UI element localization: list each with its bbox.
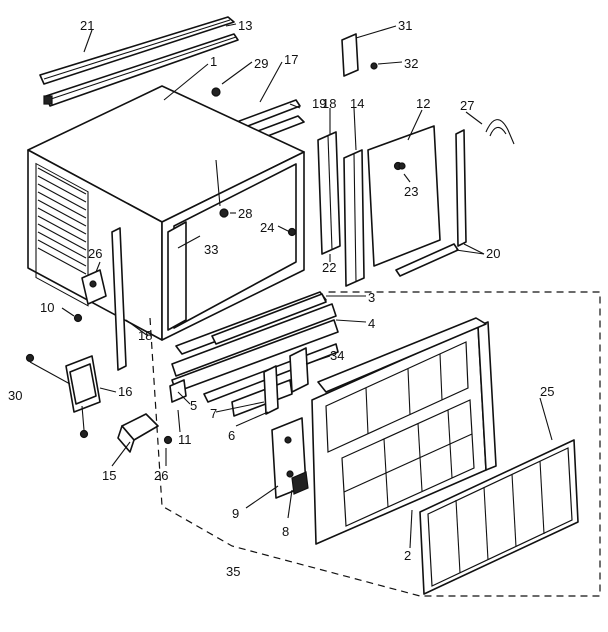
top-rail-part-21 — [39, 16, 235, 85]
callout-33: 33 — [204, 242, 218, 257]
side-mount-bracket — [73, 269, 107, 323]
screw-part-30-bottom — [79, 429, 89, 439]
callout-32: 32 — [404, 56, 418, 71]
callout-29: 29 — [254, 56, 268, 71]
callout-2: 2 — [404, 548, 411, 563]
control-plate-parts-5-6-7 — [169, 365, 293, 417]
callout-1: 1 — [210, 54, 217, 69]
callout-28: 28 — [238, 206, 252, 221]
callout-8: 8 — [282, 524, 289, 539]
callout-4: 4 — [368, 316, 375, 331]
screw-part-26-lower — [163, 435, 173, 445]
callout-14: 14 — [350, 96, 364, 111]
callout-20: 20 — [486, 246, 500, 261]
control-panel-part-9 — [271, 417, 309, 499]
callout-30: 30 — [8, 388, 22, 403]
callout-7: 7 — [210, 406, 217, 421]
callout-18-right: 18 — [322, 96, 336, 111]
callout-19: 19 — [312, 96, 326, 111]
callout-34: 34 — [330, 348, 344, 363]
callout-12: 12 — [416, 96, 430, 111]
front-grille-top-frame — [317, 317, 487, 393]
side-channel-part-18-right — [317, 131, 341, 255]
top-rail-part-13 — [43, 33, 239, 107]
filter-part-25 — [419, 439, 579, 595]
callout-17: 17 — [284, 52, 298, 67]
leader-lines — [29, 23, 553, 549]
louvre-blade-part-3 — [175, 291, 327, 355]
cabinet-part-1 — [27, 85, 305, 341]
clip-part-27 — [485, 119, 515, 145]
callout-13: 13 — [238, 18, 252, 33]
callout-11: 11 — [178, 432, 192, 447]
callout-24: 24 — [260, 220, 274, 235]
callout-31: 31 — [398, 18, 412, 33]
bracket-part-16 — [65, 355, 101, 413]
callout-21: 21 — [80, 18, 94, 33]
callout-23: 23 — [404, 184, 418, 199]
callout-35: 35 — [226, 564, 240, 579]
callout-26-upper: 26 — [88, 246, 102, 261]
callout-26-lower: 26 — [154, 468, 168, 483]
side-channel-part-14 — [343, 149, 365, 287]
callout-16: 16 — [118, 384, 132, 399]
callout-10: 10 — [40, 300, 54, 315]
callout-18-left: 18 — [138, 328, 152, 343]
callout-25: 25 — [540, 384, 554, 399]
side-bracket-part-18-left — [111, 227, 127, 371]
callout-3: 3 — [368, 290, 375, 305]
screw-part-29 — [211, 87, 221, 97]
sash-strip-part-20 — [395, 129, 467, 277]
screw-part-23 — [398, 162, 406, 170]
callout-labels: 21 13 1 29 17 19 18 14 12 27 31 32 23 28… — [8, 18, 554, 579]
callout-27: 27 — [460, 98, 474, 113]
callout-22: 22 — [322, 260, 336, 275]
bracket-part-34 — [289, 347, 309, 393]
callout-9: 9 — [232, 506, 239, 521]
callout-6: 6 — [228, 428, 235, 443]
cabinet-louvres — [35, 162, 89, 307]
cover-part-15 — [117, 413, 159, 453]
callout-5: 5 — [190, 398, 197, 413]
bracket-part-31 — [341, 33, 378, 77]
callout-15: 15 — [102, 468, 116, 483]
screw-part-30-top — [25, 353, 35, 363]
